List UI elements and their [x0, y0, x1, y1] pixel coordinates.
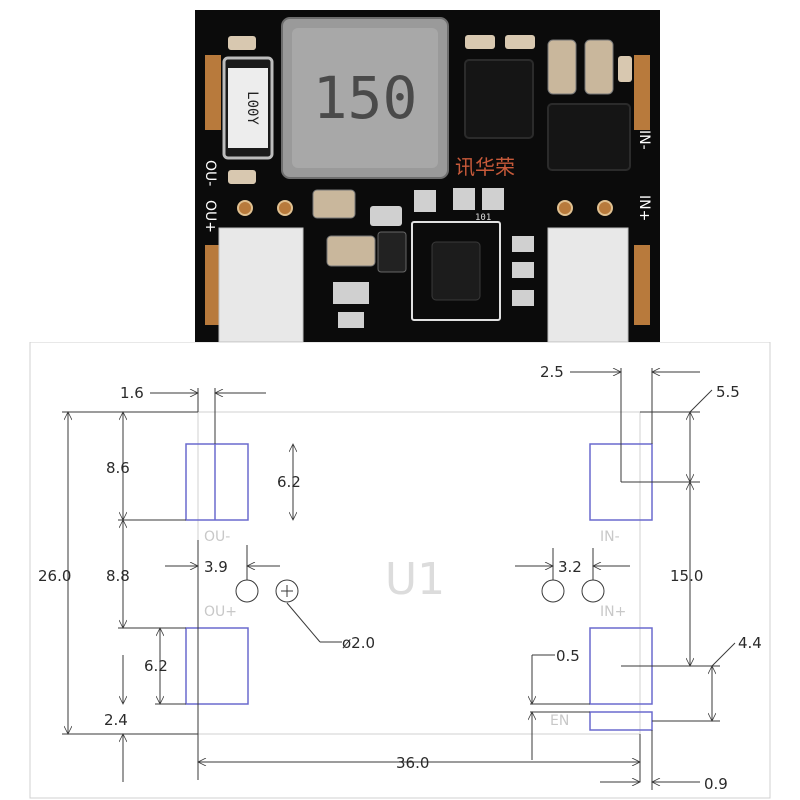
- leader-line: [689, 389, 713, 413]
- mount-hole: [581, 579, 605, 603]
- label-pad-height-top: 6.2: [277, 473, 301, 491]
- silk-out-minus: OU-: [204, 529, 230, 545]
- component-ref: U1: [385, 554, 445, 605]
- ceramic-cap: [547, 39, 577, 95]
- smd-part: [453, 188, 475, 210]
- label-total-height: 26.0: [38, 567, 71, 585]
- label-bottom-right-offset: 0.9: [704, 775, 728, 793]
- label-right-hole-offset: 3.2: [558, 558, 582, 576]
- label-hole-diameter: ø2.0: [342, 634, 375, 652]
- label-top-pad-gap: 8.6: [106, 459, 130, 477]
- smd-part: [377, 231, 407, 273]
- smd-part: [512, 262, 534, 278]
- label-en-offset: 4.4: [738, 634, 762, 652]
- pad-out-plus: [185, 627, 249, 705]
- smd-part: [512, 290, 534, 306]
- pin: [597, 200, 613, 216]
- input-terminal: [547, 227, 629, 342]
- controller-ic: [431, 241, 481, 301]
- module-photo: 150 L00Y 讯华荣 OU- OU+ IN- IN+ 101: [0, 0, 800, 342]
- photo-out-plus-label: OU+: [202, 200, 218, 233]
- sense-resistor-body: [228, 68, 268, 148]
- label-bottom-margin: 2.4: [104, 711, 128, 729]
- smd-part: [370, 206, 402, 226]
- label-en-gap: 0.5: [556, 647, 580, 665]
- left-edge-pad-top: [205, 55, 221, 130]
- silk-out-plus: OU+: [204, 604, 237, 620]
- mechanical-drawing: OU- OU+ IN- IN+ EN U1 26.0 8.6 8.8 6.2: [29, 342, 771, 799]
- silk-in-plus: IN+: [600, 604, 626, 620]
- photo-out-minus-label: OU-: [202, 160, 218, 186]
- smd-cap: [465, 35, 495, 49]
- smd-part: [338, 312, 364, 328]
- silk-in-minus: IN-: [600, 529, 620, 545]
- mount-hole: [541, 579, 565, 603]
- inductor-marking: 150: [313, 64, 418, 132]
- label-right-edge-offset: 5.5: [716, 383, 740, 401]
- frame-outline: [29, 342, 771, 799]
- leader-line: [286, 602, 321, 643]
- silk-enable: EN: [550, 713, 569, 729]
- smd-part: [482, 188, 504, 210]
- left-edge-pad-bottom: [205, 245, 221, 325]
- leader-line: [711, 642, 736, 667]
- ceramic-cap: [326, 235, 376, 267]
- output-terminal: [218, 227, 304, 342]
- photo-in-plus-label: IN+: [636, 195, 652, 221]
- photo-small-marking: 101: [475, 213, 491, 223]
- mosfet-top: [464, 59, 534, 139]
- smd-part: [333, 282, 369, 304]
- label-top-right-offset: 2.5: [540, 363, 564, 381]
- sense-resistor-marking: L00Y: [244, 91, 260, 125]
- smd-part: [414, 190, 436, 212]
- inductor-face: [292, 28, 438, 168]
- pin: [237, 200, 253, 216]
- label-top-left-offset: 1.6: [120, 384, 144, 402]
- smd-cap: [618, 56, 632, 82]
- smd-part: [512, 236, 534, 252]
- pin: [277, 200, 293, 216]
- label-total-width: 36.0: [396, 754, 429, 772]
- smd-cap: [505, 35, 535, 49]
- pin: [557, 200, 573, 216]
- label-left-hole-offset: 3.9: [204, 558, 228, 576]
- brand-text: 讯华荣: [455, 155, 515, 179]
- smd-cap: [228, 36, 256, 50]
- mosfet-right: [547, 103, 631, 171]
- right-edge-pad-top: [634, 55, 650, 130]
- label-in-pad-span: 15.0: [670, 567, 703, 585]
- photo-in-minus-label: IN-: [636, 130, 652, 150]
- smd-cap: [228, 170, 256, 184]
- mount-hole: [235, 579, 259, 603]
- mount-hole: [275, 579, 299, 603]
- pad-out-minus: [185, 443, 249, 521]
- ceramic-cap: [312, 189, 356, 219]
- ceramic-cap: [584, 39, 614, 95]
- right-edge-pad-bottom: [634, 245, 650, 325]
- label-pad-height-bottom: 6.2: [144, 657, 168, 675]
- label-pad-spacing: 8.8: [106, 567, 130, 585]
- pad-enable: [589, 711, 653, 731]
